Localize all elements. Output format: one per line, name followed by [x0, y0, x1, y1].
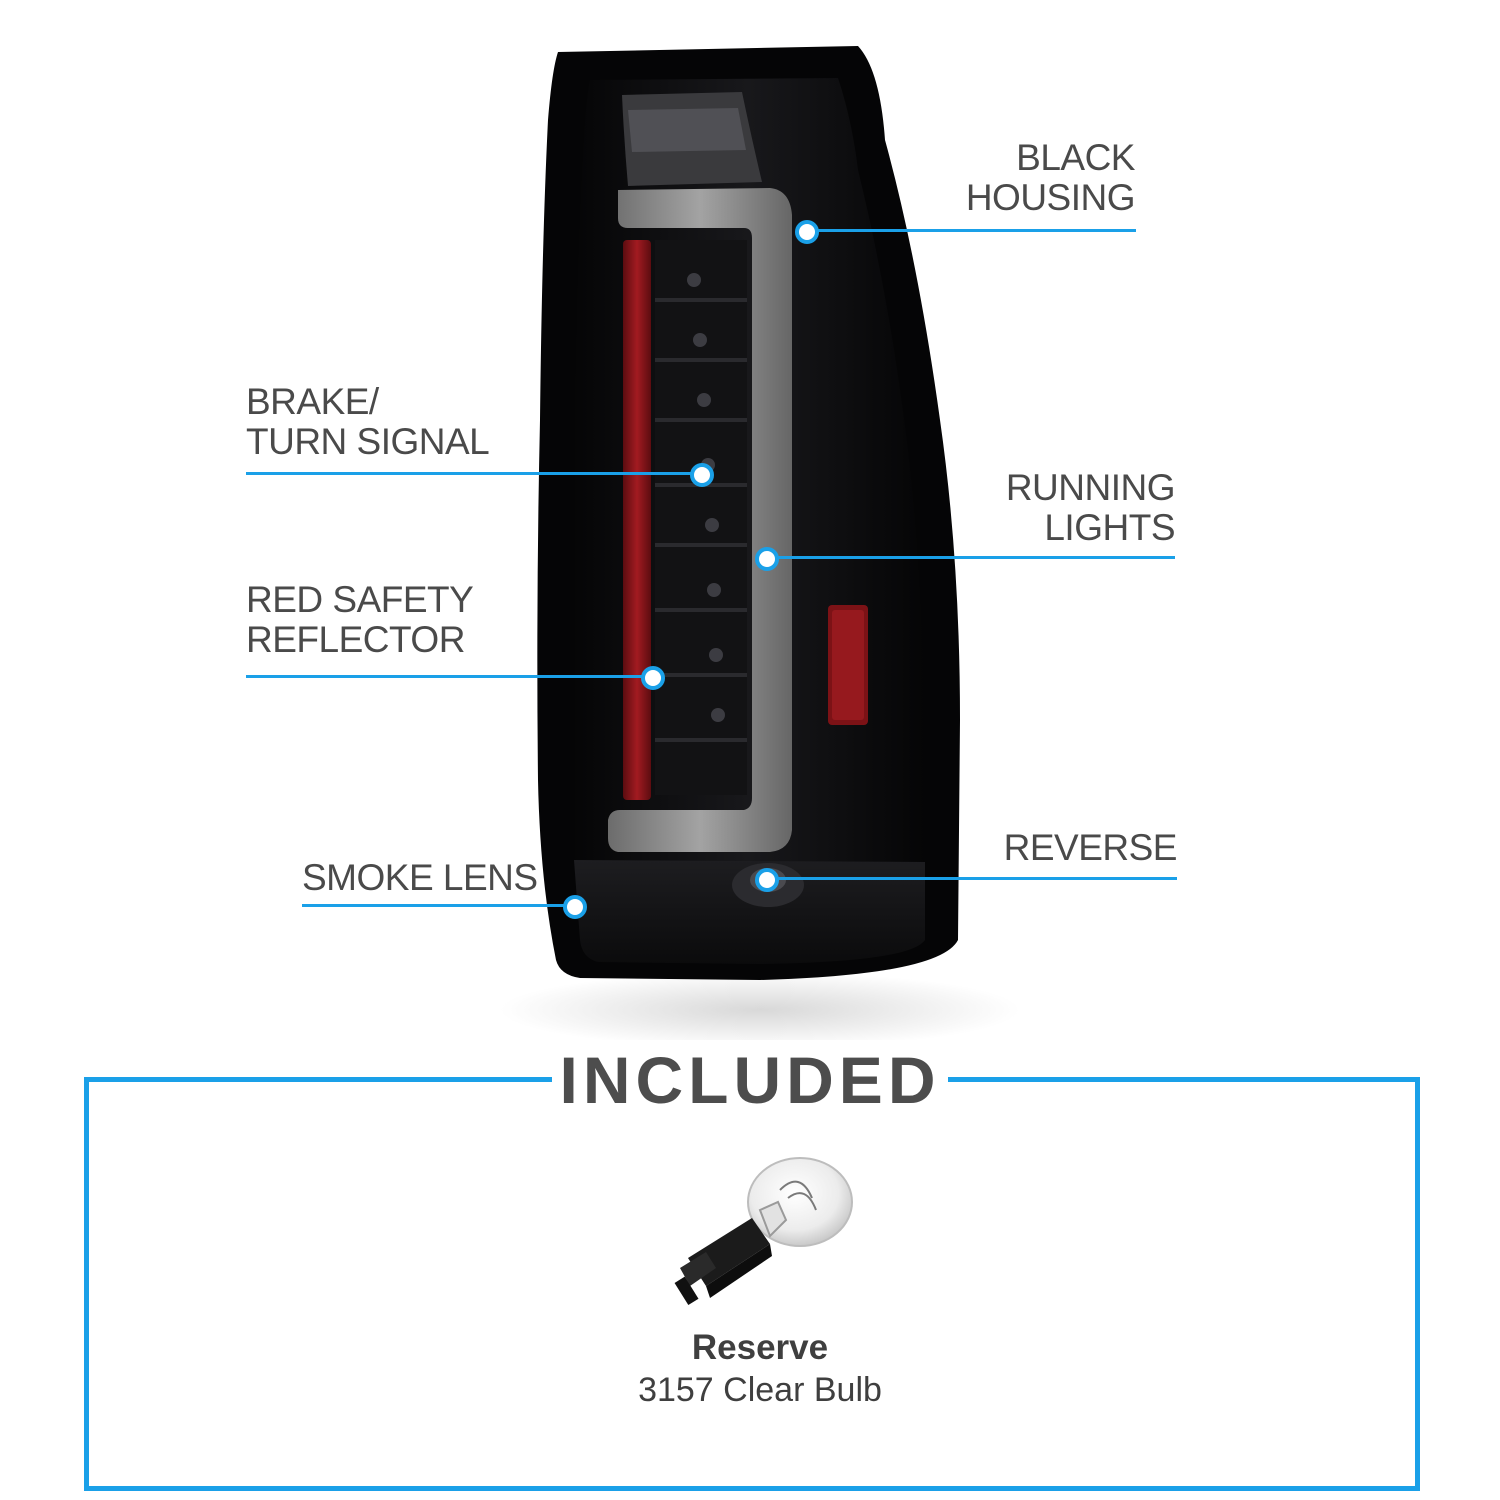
bulb-caption-title: Reserve [691, 1328, 829, 1367]
callout-brake-turn-dot [690, 463, 714, 487]
callout-line-1: RUNNING [1005, 467, 1176, 508]
callout-running-lights-line [768, 556, 1175, 559]
callout-line-1: REVERSE [1003, 827, 1178, 868]
callout-red-reflector-line [246, 675, 654, 678]
callout-line-1: BRAKE/ [246, 381, 379, 422]
callout-reverse-line [768, 877, 1177, 880]
callout-line-2: TURN SIGNAL [246, 421, 490, 462]
callout-line-1: BLACK [1016, 137, 1135, 178]
callout-red-reflector-label: RED SAFETY REFLECTOR [246, 579, 474, 660]
callout-running-lights-dot [755, 547, 779, 571]
callout-black-housing-dot [795, 220, 819, 244]
callout-black-housing-label: BLACK HOUSING [930, 137, 1136, 218]
callout-brake-turn-line [246, 472, 704, 475]
callout-smoke-lens-dot [563, 895, 587, 919]
callout-black-housing-line [808, 229, 1136, 232]
callout-reverse-label: REVERSE [980, 827, 1178, 868]
bulb-caption: Reserve 3157 Clear Bulb [560, 1326, 960, 1410]
callout-red-reflector-dot [641, 666, 665, 690]
callout-line-1: RED SAFETY [246, 579, 474, 620]
included-title: INCLUDED [552, 1040, 948, 1120]
callout-line-2: LIGHTS [1044, 507, 1175, 548]
callout-line-1: SMOKE LENS [302, 857, 538, 898]
bulb-caption-desc: 3157 Clear Bulb [638, 1371, 882, 1409]
callout-running-lights-label: RUNNING LIGHTS [960, 467, 1176, 548]
callout-line-2: HOUSING [965, 177, 1136, 218]
callout-line-2: REFLECTOR [246, 619, 465, 660]
bulb-3157-illustration [674, 1157, 853, 1306]
callout-brake-turn-label: BRAKE/ TURN SIGNAL [246, 381, 490, 462]
callout-smoke-lens-label: SMOKE LENS [302, 858, 538, 898]
callout-smoke-lens-line [302, 904, 576, 907]
callout-reverse-dot [755, 868, 779, 892]
